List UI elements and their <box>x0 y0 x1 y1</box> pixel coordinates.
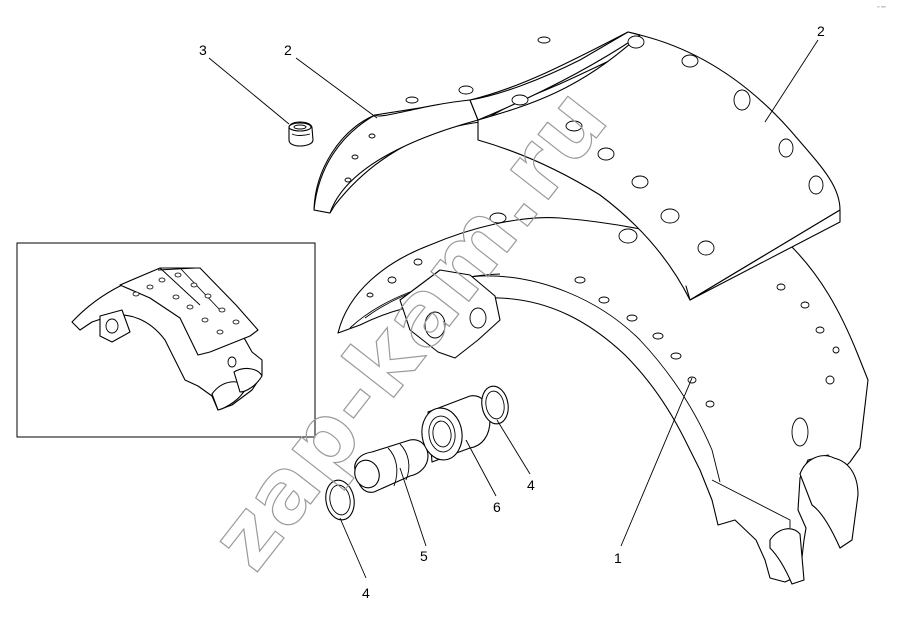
callout-2-right: 2 <box>817 23 825 39</box>
brake-shoe-part-1 <box>337 217 869 585</box>
brake-lining-part-2 <box>313 31 841 301</box>
pin-part-5 <box>354 439 429 493</box>
ring-part-4-b <box>481 385 509 425</box>
callout-1: 1 <box>614 550 622 566</box>
callout-3: 3 <box>199 42 207 58</box>
callout-5: 5 <box>420 548 428 564</box>
leader-lines <box>208 39 819 579</box>
corner-mark: ᵃᶠ ⁰⁰⁰ <box>877 5 886 10</box>
callout-6: 6 <box>493 499 501 515</box>
callout-4-bottom: 4 <box>362 585 370 601</box>
bushing-part-6 <box>421 395 491 463</box>
inset-assembled-view <box>16 242 316 438</box>
bolt-part-3 <box>288 121 314 147</box>
ring-part-4-a <box>325 479 355 521</box>
callout-2-left: 2 <box>284 42 292 58</box>
callouts: 3 2 2 1 4 4 5 6 <box>199 23 825 601</box>
callout-4-right: 4 <box>527 477 535 493</box>
